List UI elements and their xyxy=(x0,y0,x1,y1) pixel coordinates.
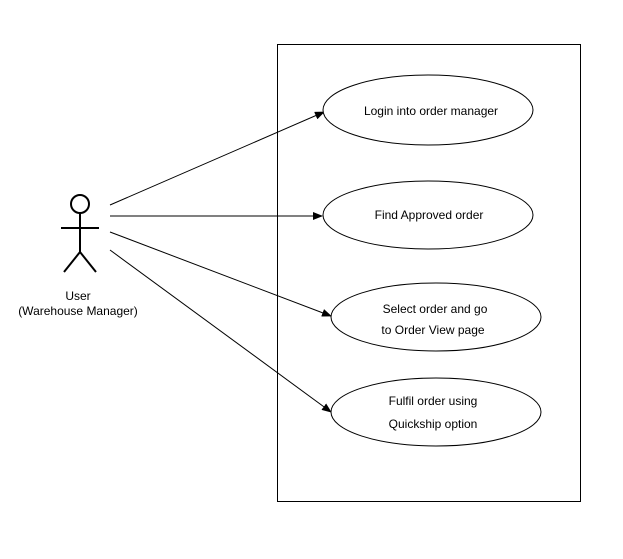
actor-role: (Warehouse Manager) xyxy=(18,304,138,318)
use-case-login-label: Login into order manager xyxy=(364,104,498,118)
actor-name: User xyxy=(65,289,90,303)
actor-head xyxy=(70,194,90,214)
use-case-find-ellipse xyxy=(322,180,534,250)
system-boundary xyxy=(277,44,581,502)
use-case-login-ellipse xyxy=(322,74,534,146)
use-case-fulfil-ellipse xyxy=(330,377,542,447)
use-case-find-label: Find Approved order xyxy=(375,208,484,222)
use-case-fulfil-order: Fulfil order using Quickship option xyxy=(330,377,542,447)
use-case-select-label-line-1: Select order and go xyxy=(383,302,488,316)
use-case-login: Login into order manager xyxy=(322,74,534,146)
use-case-select-label-line-2: to Order View page xyxy=(381,323,484,337)
association-arrow-login xyxy=(109,111,325,206)
association-arrow-fulfil xyxy=(109,249,332,413)
use-case-select-order: Select order and go to Order View page xyxy=(330,282,542,352)
actor-left-leg xyxy=(63,251,81,273)
actor-stick-figure xyxy=(61,194,99,273)
use-case-fulfil-label-line-1: Fulfil order using xyxy=(389,394,478,408)
use-case-select-ellipse xyxy=(330,282,542,352)
association-arrow-select xyxy=(109,231,332,317)
use-case-find-approved-order: Find Approved order xyxy=(322,180,534,250)
actor-right-leg xyxy=(79,251,97,273)
use-case-fulfil-label-line-2: Quickship option xyxy=(389,417,478,431)
